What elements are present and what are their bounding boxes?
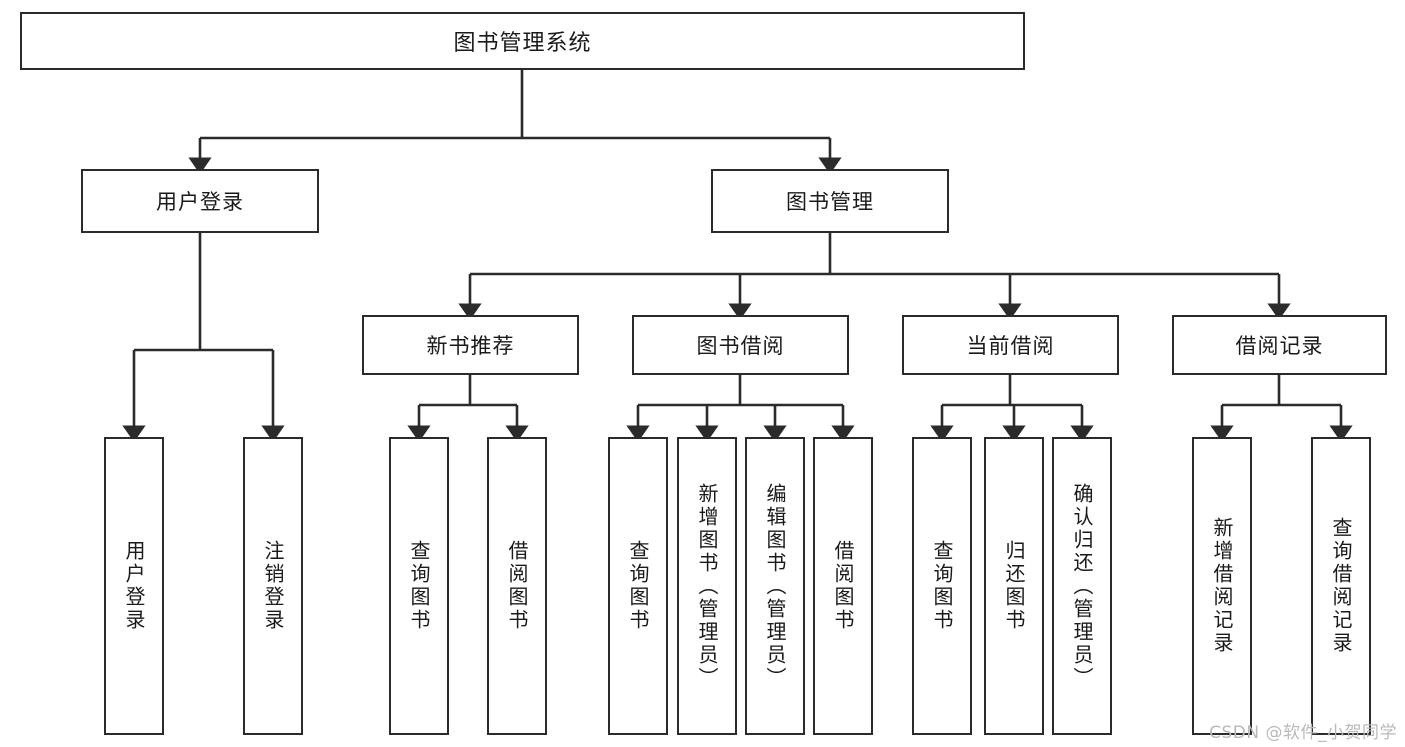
leaf-user-login[interactable]: 用户登录 (104, 437, 164, 735)
leaf-add-book[interactable]: 新增图书（管理员） (677, 437, 737, 735)
node-current-borrow[interactable]: 当前借阅 (902, 315, 1119, 375)
leaf-return-book[interactable]: 归还图书 (984, 437, 1044, 735)
leaf-logout-login[interactable]: 注销登录 (243, 437, 303, 735)
node-root-system[interactable]: 图书管理系统 (20, 12, 1025, 70)
node-borrow-record[interactable]: 借阅记录 (1172, 315, 1387, 375)
node-book-borrow[interactable]: 图书借阅 (632, 315, 849, 375)
node-user-login[interactable]: 用户登录 (81, 169, 319, 233)
leaf-query-book-rec[interactable]: 查询图书 (389, 437, 449, 735)
leaf-query-record[interactable]: 查询借阅记录 (1311, 437, 1371, 735)
leaf-borrow-book-b[interactable]: 借阅图书 (813, 437, 873, 735)
leaf-query-book-b[interactable]: 查询图书 (608, 437, 668, 735)
leaf-confirm-return[interactable]: 确认归还（管理员） (1052, 437, 1112, 735)
leaf-edit-book[interactable]: 编辑图书（管理员） (745, 437, 805, 735)
node-book-manage[interactable]: 图书管理 (711, 169, 949, 233)
leaf-borrow-book-rec[interactable]: 借阅图书 (487, 437, 547, 735)
csdn-watermark: CSDN @软件_小贺同学 (1209, 723, 1397, 743)
node-new-book-recommend[interactable]: 新书推荐 (362, 315, 579, 375)
leaf-add-record[interactable]: 新增借阅记录 (1192, 437, 1252, 735)
leaf-query-book-c[interactable]: 查询图书 (912, 437, 972, 735)
